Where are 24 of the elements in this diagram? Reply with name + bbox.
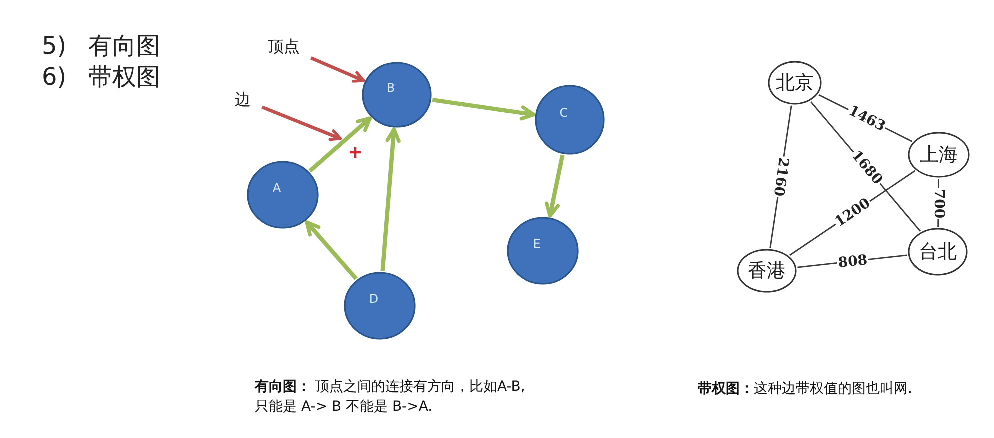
caption: 带权图：这种边带权值的图也叫网. xyxy=(698,380,914,399)
vertex-circle: A xyxy=(247,161,319,229)
list-heading: 6) 带权图 xyxy=(42,62,160,92)
vertex-circle: 北京 xyxy=(768,61,822,105)
leader-arrow xyxy=(310,56,366,83)
vertex-circle: 上海 xyxy=(908,132,970,178)
edge-label: 700 xyxy=(932,188,946,220)
leader-arrow xyxy=(262,106,342,142)
annotation-label: 顶点 xyxy=(268,36,302,58)
arrow xyxy=(305,220,358,280)
annotation-label: 边 xyxy=(235,89,253,111)
edge-label: 808 xyxy=(836,252,869,270)
vertex-circle: B xyxy=(362,62,432,128)
vertex-circle: D xyxy=(344,272,416,340)
arrow xyxy=(432,98,536,121)
vertex-circle: C xyxy=(535,85,605,155)
arrow xyxy=(545,154,565,218)
vertex-circle: 台北 xyxy=(908,228,968,276)
vertex-circle: E xyxy=(507,217,579,285)
list-heading: 5) 有向图 xyxy=(42,31,160,61)
caption: 有向图： 顶点之间的连接有方向，比如A-B,只能是 A-> B 不能是 B->A. xyxy=(255,378,526,417)
arrow xyxy=(380,128,401,272)
vertex-circle: 香港 xyxy=(737,249,797,293)
arrow xyxy=(308,116,372,173)
